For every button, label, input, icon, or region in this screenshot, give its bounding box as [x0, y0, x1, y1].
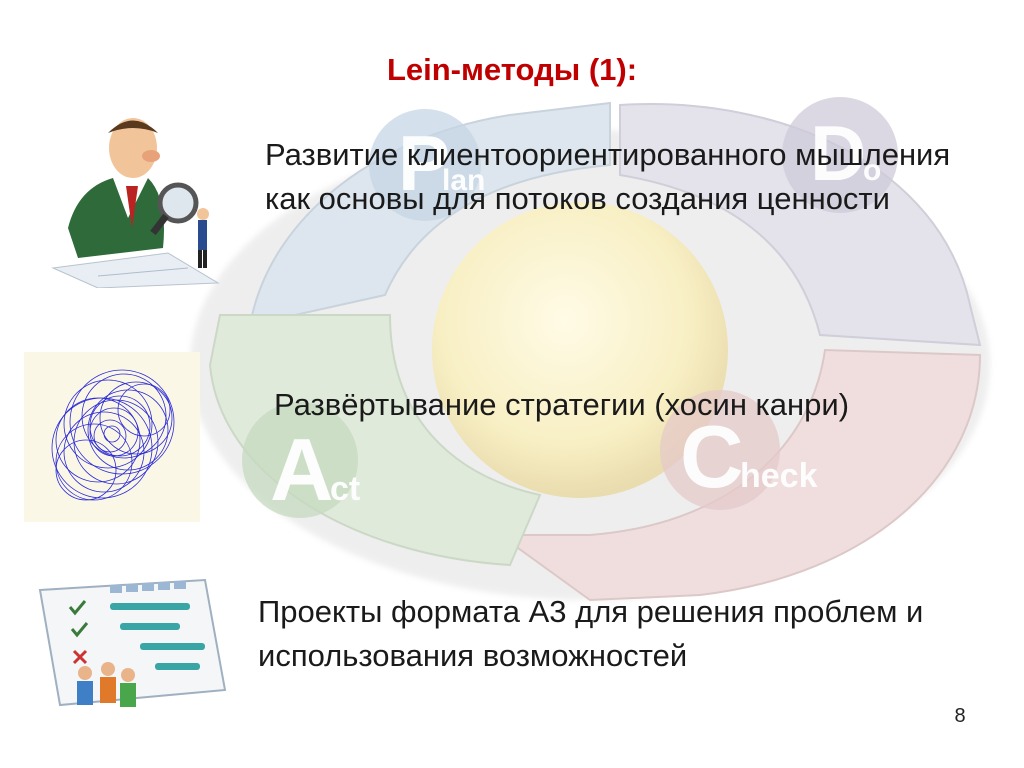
center-ball [432, 202, 728, 498]
slide-title: Lein-методы (1): [386, 52, 638, 87]
do-letter: D [810, 109, 866, 197]
act-suffix: ct [330, 470, 360, 508]
spirograph-panel [24, 352, 200, 522]
do-suffix: o [863, 154, 881, 187]
spirograph-icon [51, 369, 175, 501]
check-letter: C [680, 407, 744, 506]
item-hoshin-kanri: Развёртывание стратегии (хосин канри) [274, 387, 850, 422]
item-customer-thinking: Развитие клиентоориентированного мышлени… [265, 137, 951, 216]
gantt-chart-team-icon [38, 578, 227, 707]
plan-letter: P [398, 119, 450, 207]
do-arrow [619, 103, 982, 347]
check-arrow [496, 348, 982, 602]
act-letter: A [270, 420, 334, 519]
page-number: 8 [954, 705, 966, 727]
item-a3-projects: Проекты формата А3 для решения проблем и… [258, 594, 924, 673]
pdca-cycle-graphic: P lan D o C heck A ct [190, 97, 990, 602]
act-arrow [208, 314, 542, 567]
inspector-magnifier-icon [51, 118, 220, 288]
plan-suffix: lan [442, 164, 485, 197]
check-suffix: heck [740, 457, 818, 495]
